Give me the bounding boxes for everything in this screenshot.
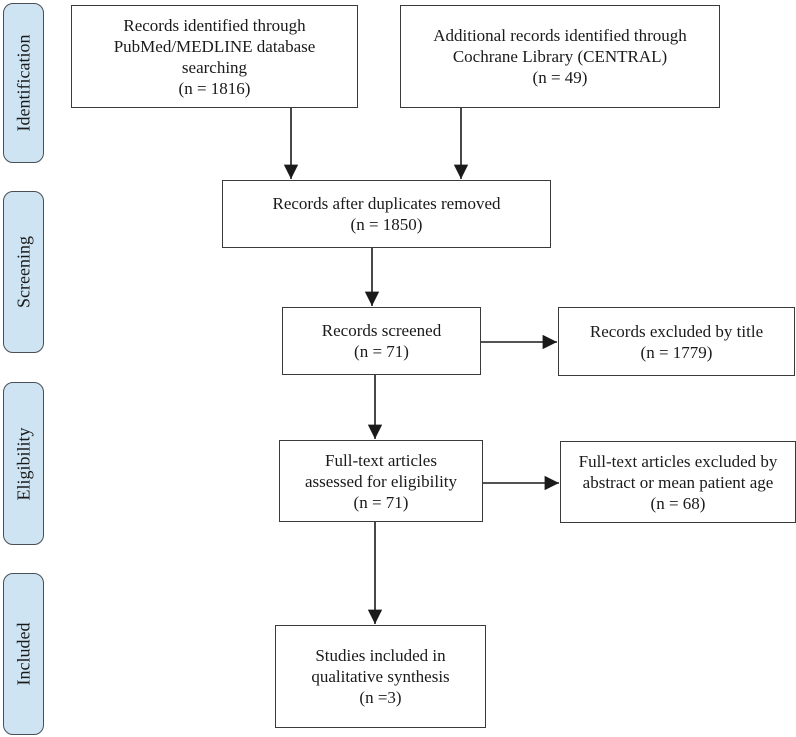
box-text-line: (n =3)	[359, 688, 402, 707]
box-text-line: (n = 1779)	[640, 342, 713, 362]
box-text-line: (n = 71)	[353, 492, 409, 512]
box-text-line: abstract or mean patient age	[582, 472, 774, 492]
box-fulltext-assessed: Full-text articles assessed for eligibil…	[279, 440, 483, 522]
box-text-line: searching	[181, 57, 248, 77]
stage-tab-screening: Screening	[3, 191, 44, 353]
box-text-line: qualitative synthesis	[311, 667, 450, 686]
box-records-screened: Records screened (n = 71)	[282, 307, 481, 375]
box-pubmed-records: Records identified through PubMed/MEDLIN…	[71, 5, 358, 108]
box-text-line: Records identified through	[123, 15, 306, 35]
stage-tab-eligibility: Eligibility	[3, 382, 44, 545]
box-fulltext-excluded: Full-text articles excluded by abstract …	[560, 441, 796, 523]
box-text-line: Full-text articles	[325, 450, 437, 470]
box-text-line: Cochrane Library (CENTRAL)	[452, 47, 668, 66]
box-duplicates-removed: Records after duplicates removed (n = 18…	[222, 180, 551, 248]
box-studies-included: Studies included in qualitative synthesi…	[275, 625, 486, 728]
box-text-line: Records screened	[321, 321, 442, 340]
box-text-line: (n = 1816)	[178, 78, 251, 98]
stage-tab-identification: Identification	[3, 3, 44, 163]
box-text-line: (n = 71)	[354, 342, 409, 361]
box-cochrane-records: Additional records identified through Co…	[400, 5, 720, 108]
box-text-line: (n = 49)	[532, 68, 588, 87]
box-text-line: Full-text articles excluded by	[578, 451, 778, 471]
box-excluded-by-title: Records excluded by title (n = 1779)	[558, 307, 795, 376]
box-text-line: Additional records identified through	[433, 26, 687, 45]
box-text-line: assessed for eligibility	[304, 471, 458, 491]
box-text-line: Studies included in	[315, 646, 446, 665]
box-text-line: (n = 1850)	[350, 215, 423, 234]
box-text-line: Records excluded by title	[589, 321, 764, 341]
box-text-line: PubMed/MEDLINE database	[113, 36, 316, 56]
box-text-line: (n = 68)	[650, 493, 706, 513]
stage-tab-included: Included	[3, 573, 44, 735]
box-text-line: Records after duplicates removed	[272, 194, 501, 213]
